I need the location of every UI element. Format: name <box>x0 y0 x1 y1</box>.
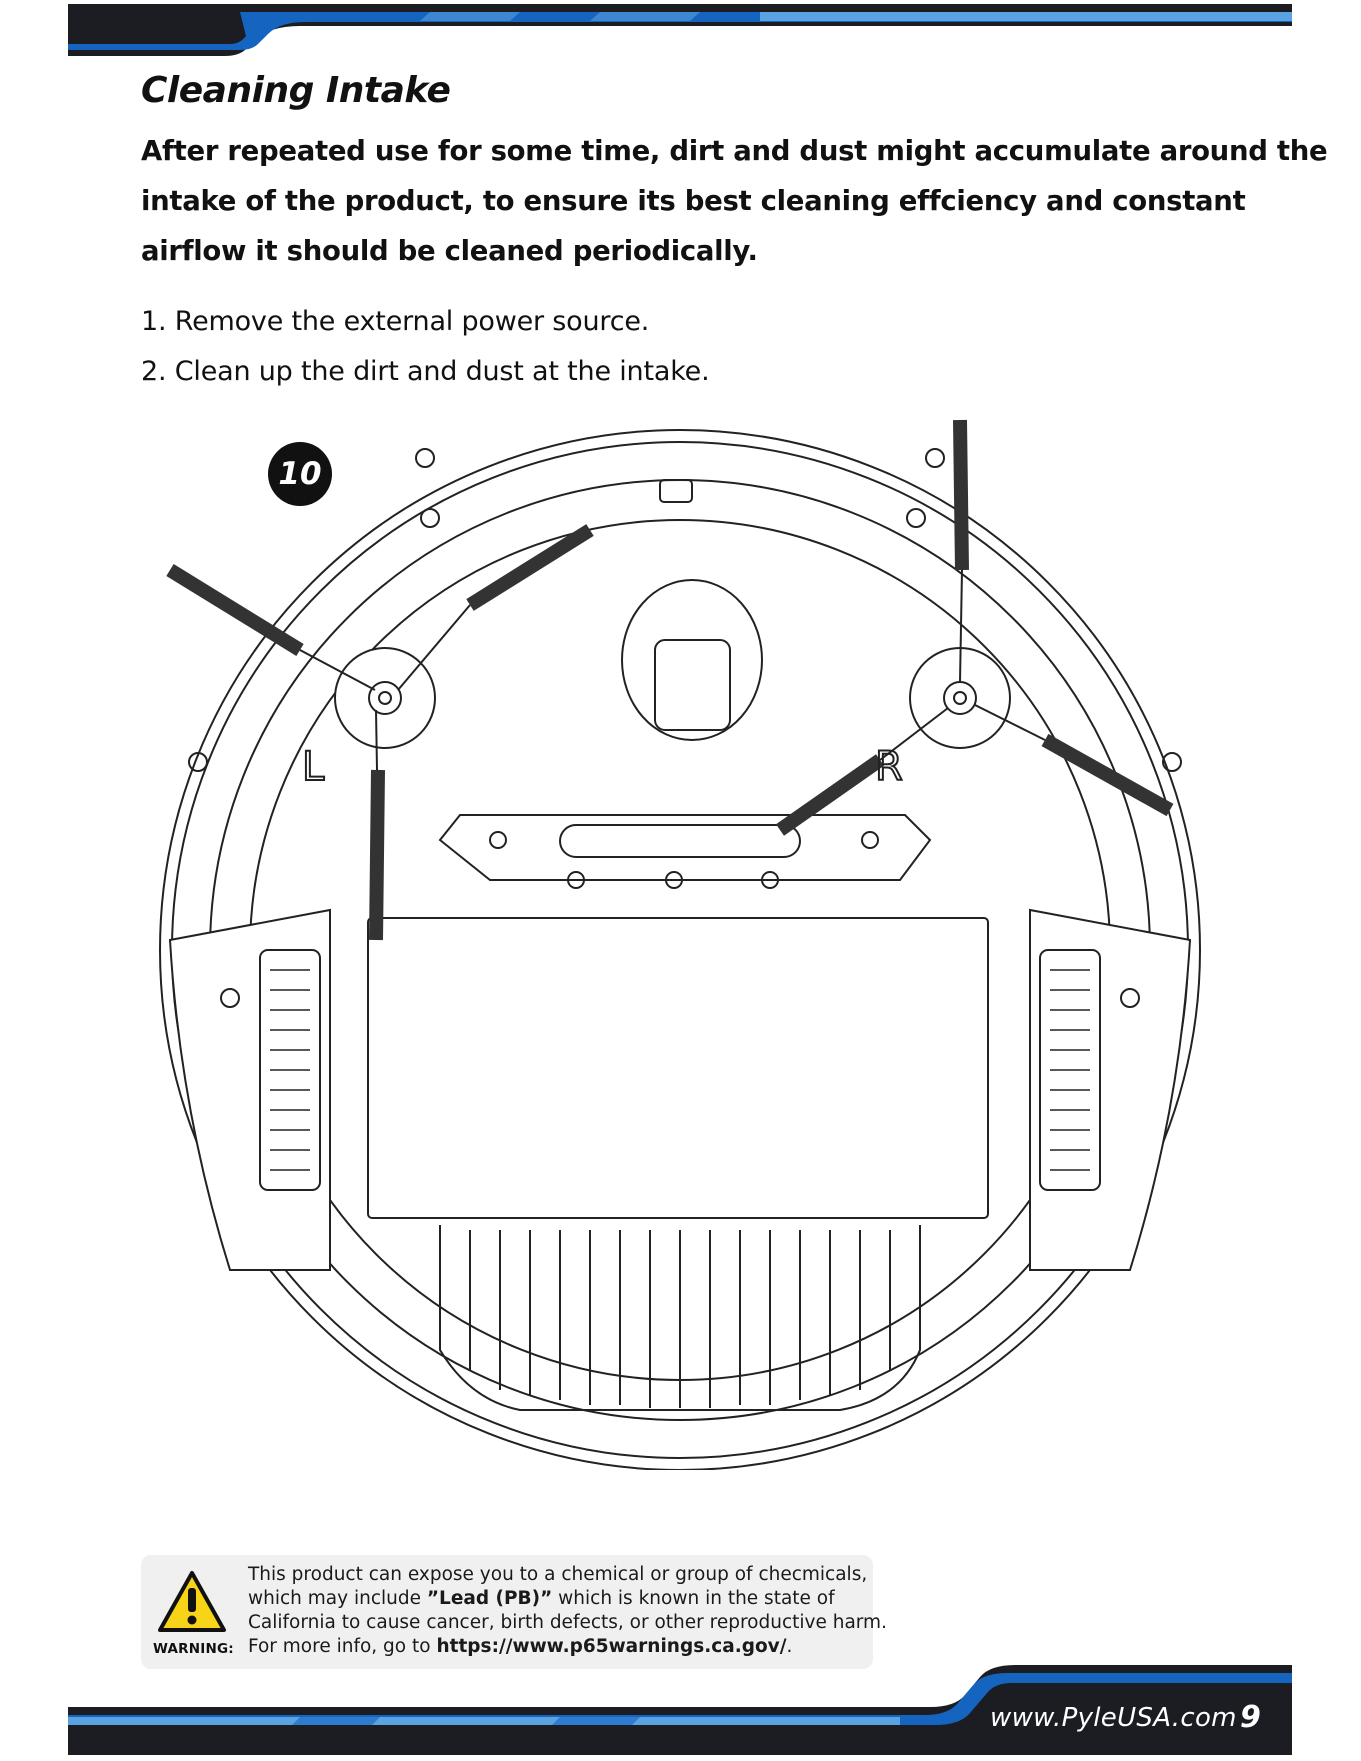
intro-line: After repeated use for some time, dirt a… <box>141 135 1328 167</box>
p65-link[interactable]: https://www.p65warnings.ca.gov/ <box>436 1636 787 1657</box>
prop65-warning-box <box>141 1555 873 1669</box>
step-number-badge: 10 <box>268 442 332 506</box>
warning-line-text: which is known in the state of <box>552 1588 835 1609</box>
lead-emphasis: ”Lead (PB)” <box>426 1588 553 1609</box>
intro-line: airflow it should be cleaned periodicall… <box>141 235 758 267</box>
right-brush-label: R <box>875 744 903 790</box>
warning-line: For more info, go to https://www.p65warn… <box>248 1635 868 1659</box>
footer-decorative-bar <box>68 1665 1292 1755</box>
warning-line-text: . <box>786 1636 793 1657</box>
footer-website[interactable]: www.PyleUSA.com <box>990 1703 1237 1733</box>
step-item: 2. Clean up the dirt and dust at the int… <box>141 356 710 387</box>
left-brush-label: L <box>302 744 325 790</box>
steps-list: 1. Remove the external power source. 2. … <box>141 297 710 397</box>
header-decorative-bar <box>68 4 1292 56</box>
warning-label: WARNING: <box>153 1641 234 1657</box>
page-title: Cleaning Intake <box>141 70 451 111</box>
intro-line: intake of the product, to ensure its bes… <box>141 185 1246 217</box>
warning-text: This product can expose you to a chemica… <box>248 1563 887 1659</box>
intro-paragraph: After repeated use for some time, dirt a… <box>141 126 1328 276</box>
page-number: 9 <box>1240 1700 1261 1735</box>
warning-triangle-icon <box>158 1571 226 1632</box>
step-item: 1. Remove the external power source. <box>141 306 650 337</box>
warning-line: California to cause cancer, birth defect… <box>248 1612 887 1633</box>
warning-line-text: which may include <box>248 1588 427 1609</box>
warning-line-text: For more info, go to <box>248 1636 437 1657</box>
warning-line: which may include ”Lead (PB)” which is k… <box>248 1587 868 1611</box>
robot-vacuum-bottom-illustration: L R <box>159 419 1201 1470</box>
warning-line: This product can expose you to a chemica… <box>248 1564 868 1585</box>
